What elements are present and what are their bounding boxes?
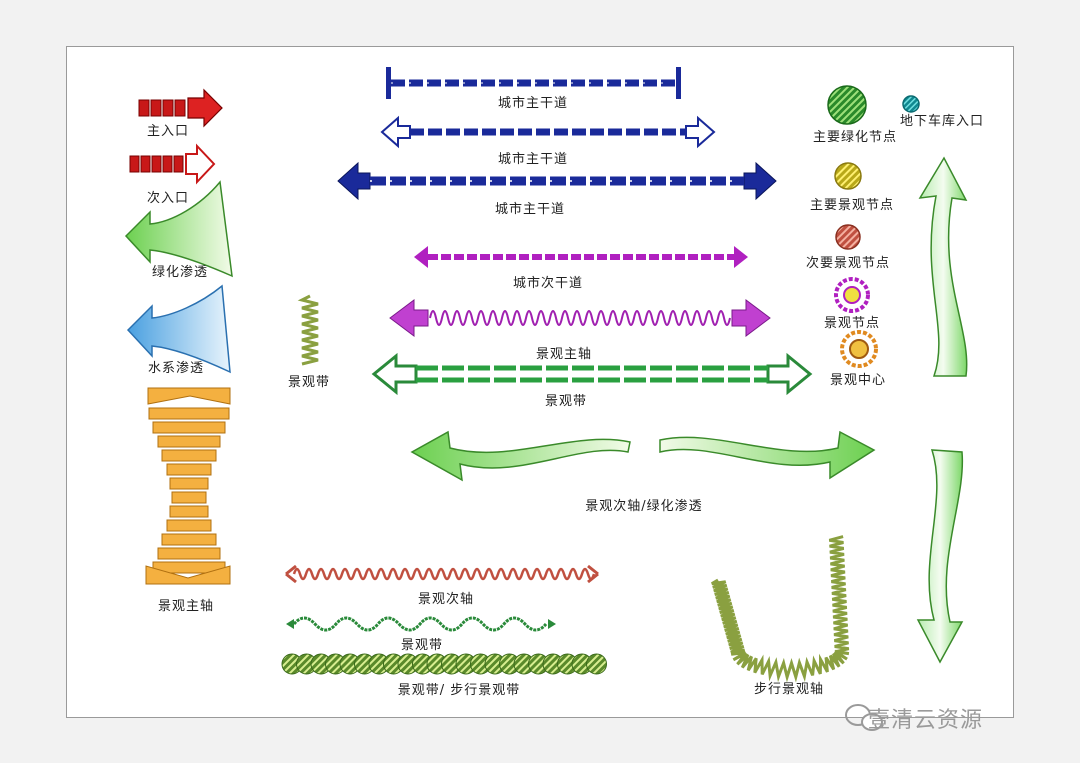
landscape-main-axis-stack-icon [145,387,231,585]
small-landscape-belt-icon [297,294,319,366]
vertical-down-arrow-icon [916,449,964,664]
landscape-secondary-axis-label: 景观次轴 [417,592,475,607]
main-entrance-arrow-icon [138,88,223,128]
walk-landscape-axis-icon [711,535,850,683]
walk-landscape-belt-icon [281,653,607,675]
city-main-road-2-icon [380,115,716,149]
wechat-icon [845,704,883,731]
watermark-text: 壹清云资源 [868,708,984,733]
landscape-node-label: 景观节点 [823,316,881,331]
secondary-axis-right-arrow-icon [659,430,876,480]
landscape-secondary-axis-icon [285,564,599,584]
secondary-entrance-label: 次入口 [146,191,190,206]
city-main-road-1-icon [386,67,681,99]
city-main-road-2-label: 城市主干道 [497,152,569,167]
landscape-belt-center-icon [371,352,813,396]
landscape-main-axis-left-label: 景观主轴 [157,599,215,614]
major-green-node-icon [827,85,867,125]
landscape-center-icon [840,330,878,368]
water-penetration-label: 水系渗透 [147,361,205,376]
secondary-axis-left-arrow-icon [410,430,631,482]
garage-entrance-label: 地下车库入口 [899,114,985,129]
secondary-entrance-arrow-icon [129,143,216,185]
garage-entrance-icon [902,95,920,113]
landscape-main-axis-label: 景观主轴 [535,347,593,362]
landscape-belt-walk-label: 景观带/ 步行景观带 [397,683,521,698]
secondary-axis-green-label: 景观次轴/绿化渗透 [585,499,703,514]
major-landscape-node-icon [834,162,862,190]
city-secondary-road-icon [414,246,748,268]
city-main-road-3-icon [337,161,777,201]
green-penetration-label: 绿化渗透 [151,265,209,280]
landscape-belt-2-label: 景观带 [400,638,444,653]
minor-landscape-node-label: 次要景观节点 [805,256,891,271]
landscape-center-label: 景观中心 [829,373,887,388]
city-main-road-3-label: 城市主干道 [494,202,566,217]
walk-landscape-axis-label: 步行景观轴 [753,682,825,697]
major-green-node-label: 主要绿化节点 [812,130,898,145]
landscape-belt-small-label: 景观带 [287,375,331,390]
landscape-node-icon [834,277,870,313]
landscape-belt-label: 景观带 [544,394,588,409]
city-secondary-road-label: 城市次干道 [512,276,584,291]
vertical-up-arrow-icon [918,156,968,377]
water-penetration-arrow-icon [126,284,231,374]
main-entrance-label: 主入口 [146,124,190,139]
green-penetration-arrow-icon [124,180,233,278]
landscape-belt-bottom-icon [286,616,556,632]
city-main-road-1-label: 城市主干道 [497,96,569,111]
landscape-main-axis-center-icon [389,299,771,337]
minor-landscape-node-icon [835,224,861,250]
major-landscape-node-label: 主要景观节点 [809,198,895,213]
